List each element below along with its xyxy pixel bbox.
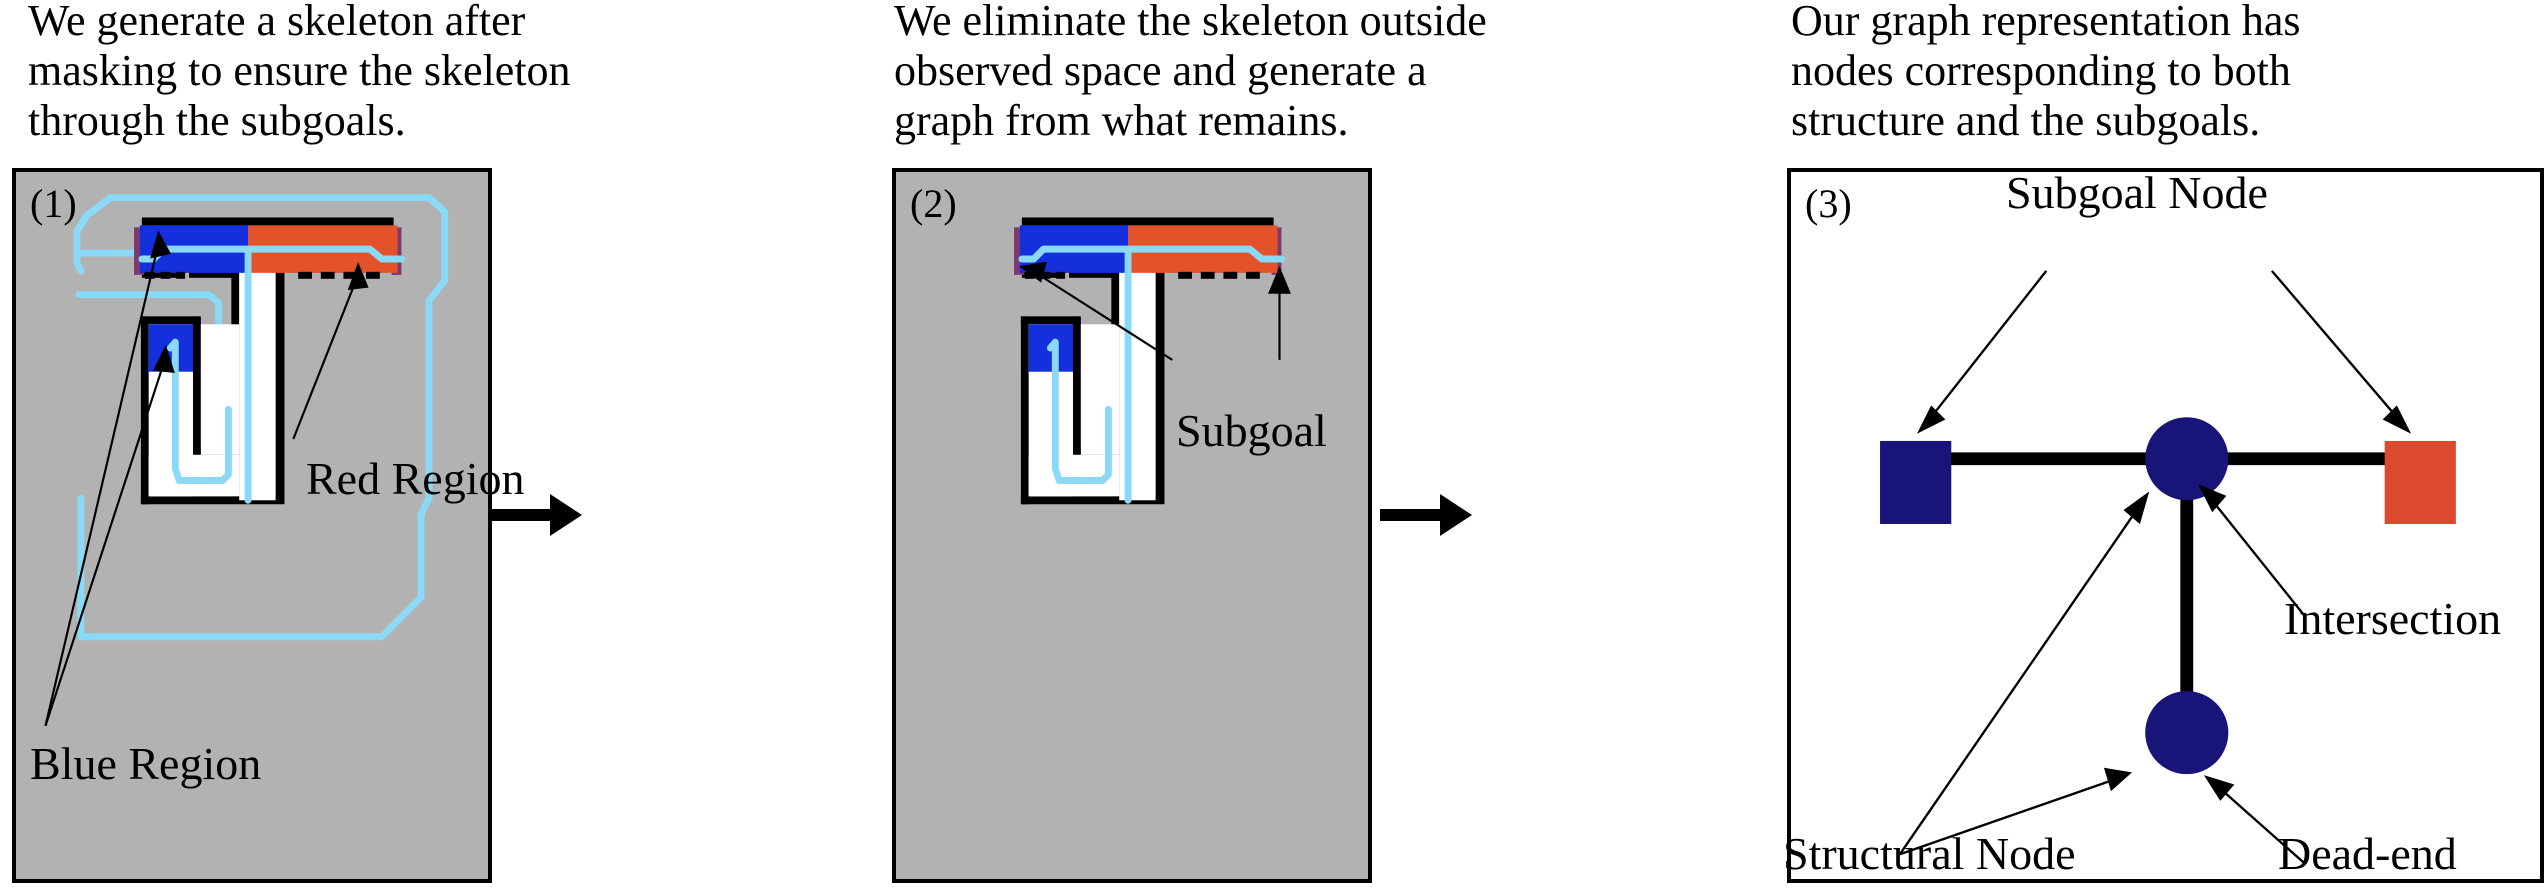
subgoal-label: Subgoal (1176, 405, 1327, 456)
panel-column-3: Our graph representation has nodes corre… (1775, 0, 2544, 888)
blue-region-label: Blue Region (30, 738, 262, 789)
panel-3: (3) (1783, 167, 2544, 883)
subgoal-node-label: Subgoal Node (2006, 167, 2268, 218)
caption-line: We eliminate the skeleton outside (894, 0, 1487, 45)
caption-line: structure and the subgoals. (1791, 96, 2261, 145)
panel-2: (2) (892, 168, 1372, 883)
frontier-dashes (1024, 271, 1260, 279)
panel-1: (1) (12, 168, 524, 883)
frontier-dashes (144, 271, 380, 279)
panel-3-caption: Our graph representation has nodes corre… (1791, 0, 2300, 146)
structural-node-label: Structural Node (1783, 828, 2076, 879)
panel-1-caption: We generate a skeleton after masking to … (28, 0, 571, 146)
annotation-arrows (1898, 270, 2412, 866)
panel-3-graph (1880, 270, 2456, 866)
panel-1-index: (1) (30, 181, 77, 226)
caption-line: Our graph representation has (1791, 0, 2301, 45)
caption-line: masking to ensure the skeleton (28, 46, 571, 95)
red-region-label: Red Region (306, 453, 525, 504)
caption-line: We generate a skeleton after (28, 0, 526, 45)
panel-2-map (1014, 217, 1291, 505)
flow-arrow-1 (490, 494, 582, 536)
panel-2-caption: We eliminate the skeleton outside observ… (894, 0, 1487, 146)
caption-line: observed space and generate a (894, 46, 1427, 95)
node-subgoal-left (1880, 440, 1952, 525)
panel-3-index: (3) (1805, 181, 1852, 226)
flow-arrow-2 (1380, 494, 1472, 536)
panel-column-2: We eliminate the skeleton outside observ… (880, 0, 1710, 888)
caption-line: graph from what remains. (894, 96, 1349, 145)
skeleton-inner (138, 245, 405, 504)
node-intersection (2145, 417, 2229, 501)
panel-1-map (44, 194, 449, 727)
maze-free-space (148, 270, 276, 501)
annotation-arrows (1019, 261, 1291, 361)
annotation-arrows (44, 230, 369, 727)
caption-line: nodes corresponding to both (1791, 46, 2291, 95)
panel-column-1: We generate a skeleton after masking to … (0, 0, 830, 888)
node-dead-end (2145, 691, 2229, 775)
caption-line: through the subgoals. (28, 96, 406, 145)
skeleton-inner (1018, 245, 1285, 504)
intersection-label: Intersection (2284, 593, 2502, 644)
node-subgoal-right (2384, 440, 2456, 525)
dead-end-label: Dead-end (2278, 828, 2457, 879)
maze-free-space (1028, 270, 1156, 501)
panel-2-index: (2) (910, 181, 957, 226)
